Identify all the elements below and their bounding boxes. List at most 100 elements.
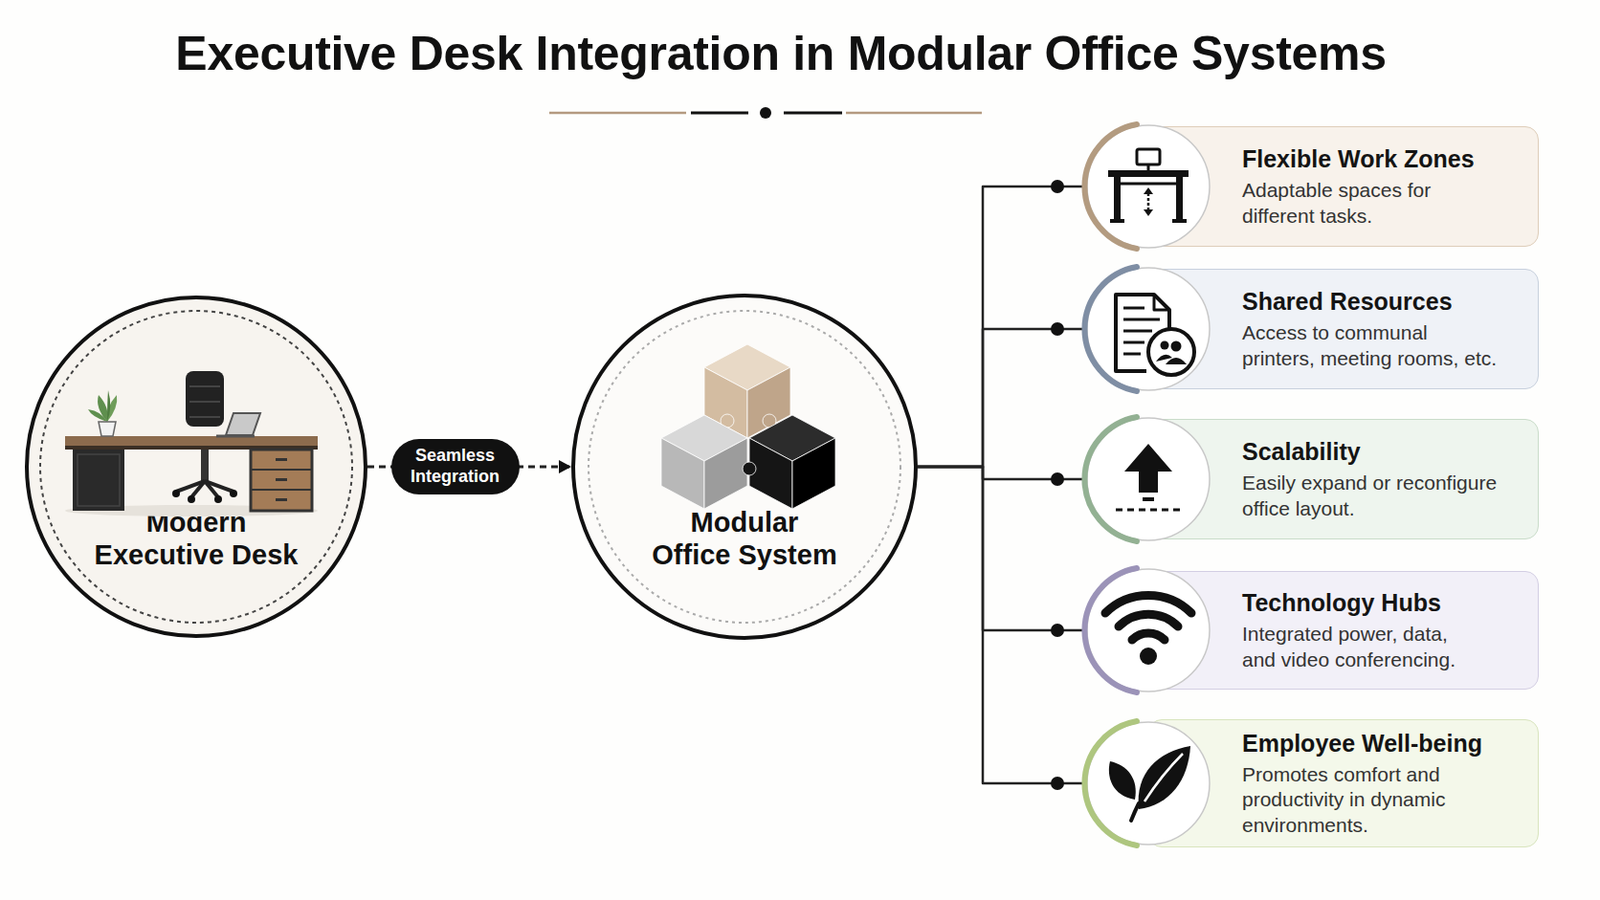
- desk-illustration: [65, 371, 318, 517]
- drawer-handle: [275, 498, 288, 502]
- edge-label: Seamless Integration: [400, 445, 511, 488]
- desk-edge: [65, 445, 318, 450]
- cube-face: [661, 438, 705, 510]
- people-circle: [1148, 329, 1195, 376]
- connector-dot: [1050, 777, 1065, 791]
- feature-card: Shared ResourcesAccess to communal print…: [1148, 268, 1539, 390]
- wifi-dot: [1139, 647, 1157, 666]
- card-heading: Flexible Work Zones: [1242, 144, 1527, 174]
- cube-face: [704, 438, 748, 510]
- arrow-base-dash: [1142, 497, 1155, 502]
- badge-arc: [1084, 124, 1137, 249]
- card-body: Easily expand or reconfigure office layo…: [1242, 470, 1503, 522]
- plant-leaf: [107, 395, 118, 423]
- desk-pedestal: [72, 449, 125, 512]
- feature-card: Flexible Work ZonesAdaptable spaces for …: [1148, 126, 1539, 247]
- chair-seam: [189, 400, 221, 403]
- chair-wheel: [187, 495, 196, 504]
- leaf-vein: [1144, 754, 1183, 802]
- leaf-stem: [1131, 803, 1139, 822]
- badge-circle: [1087, 569, 1210, 692]
- leaf-icon: [1109, 761, 1136, 800]
- divider-line: [845, 111, 982, 115]
- puzzle-nub: [762, 414, 777, 428]
- chair-stem: [200, 448, 209, 482]
- icon-badge: [1084, 266, 1210, 392]
- person-body: [1165, 357, 1187, 365]
- cube-face: [792, 438, 836, 510]
- chair-seam: [189, 416, 221, 419]
- desk-icon-foot: [1172, 219, 1187, 223]
- round-node: Modular Office System: [571, 293, 918, 641]
- badge-arc: [1084, 721, 1137, 846]
- title-divider: [549, 107, 982, 119]
- drawer-handle: [275, 478, 288, 482]
- card-heading: Employee Well-being: [1242, 729, 1527, 758]
- desk-icon-leg: [1113, 177, 1121, 222]
- chair-leg: [176, 481, 205, 492]
- chair-leg: [191, 481, 205, 498]
- connector-dot: [1050, 322, 1065, 336]
- chair-wheel: [214, 495, 223, 504]
- icon-badge: [1084, 721, 1210, 846]
- chair-leg: [204, 481, 219, 498]
- chair-leg: [204, 481, 234, 492]
- cube-face: [747, 367, 791, 439]
- desk-icon-top: [1108, 170, 1189, 178]
- cube-face: [661, 415, 748, 462]
- plant-pot: [98, 422, 116, 437]
- drawer-line: [250, 468, 312, 471]
- leaf-icon: [1138, 746, 1191, 810]
- card-body: Integrated power, data, and video confer…: [1242, 622, 1482, 673]
- monitor-stand: [1147, 164, 1151, 171]
- laptop-base: [216, 435, 255, 439]
- badge-circle: [1087, 722, 1210, 845]
- icon-badge: [1084, 124, 1210, 249]
- plant-leaf: [97, 395, 109, 423]
- card-heading: Shared Resources: [1242, 287, 1527, 316]
- document-icon: [1115, 294, 1170, 372]
- diagram-title: Executive Desk Integration in Modular Of…: [0, 26, 1562, 83]
- card-body: Adaptable spaces for different tasks.: [1242, 177, 1503, 229]
- connector-line: [367, 466, 572, 469]
- baseline-dashes: [1115, 509, 1183, 512]
- icon-badge: [1084, 568, 1210, 693]
- round-node: Modern Executive Desk: [24, 295, 368, 639]
- cube-illustration: [661, 344, 836, 510]
- connector-line: [917, 466, 1149, 480]
- connector-line: [917, 466, 1149, 784]
- floor-shadow: [65, 505, 318, 517]
- feature-card: Technology HubsIntegrated power, data, a…: [1148, 571, 1539, 690]
- drawer-unit: [250, 449, 312, 512]
- desk-icon-bar: [1120, 182, 1177, 186]
- person-head: [1160, 341, 1170, 351]
- wifi-arc: [1132, 633, 1165, 641]
- desk-icon-leg: [1176, 177, 1183, 222]
- cube-face: [704, 344, 791, 391]
- desk-top: [65, 436, 318, 448]
- divider-line: [690, 111, 749, 115]
- badge-arc: [1084, 417, 1137, 542]
- card-body: Promotes comfort and productivity in dyn…: [1242, 762, 1493, 839]
- document-line: [1123, 330, 1153, 334]
- connector-line: [917, 186, 1149, 467]
- height-arrow-head: [1143, 187, 1154, 195]
- inner-dashed-ring: [40, 311, 353, 623]
- card-heading: Scalability: [1242, 437, 1527, 467]
- person-body: [1155, 355, 1173, 362]
- up-arrow-icon: [1124, 444, 1173, 493]
- document-line: [1123, 353, 1141, 356]
- chair-seam: [189, 385, 221, 388]
- cube-face: [749, 415, 836, 462]
- cube-face: [704, 367, 748, 439]
- badge-arc: [1084, 568, 1137, 693]
- pedestal-panel: [77, 454, 120, 507]
- plant-leaf: [88, 409, 108, 423]
- badge-circle: [1087, 267, 1210, 391]
- cube-face: [749, 438, 793, 510]
- monitor-icon: [1136, 149, 1160, 165]
- chair-wheel: [229, 489, 238, 498]
- divider-dot: [759, 107, 772, 119]
- divider-line: [549, 111, 687, 115]
